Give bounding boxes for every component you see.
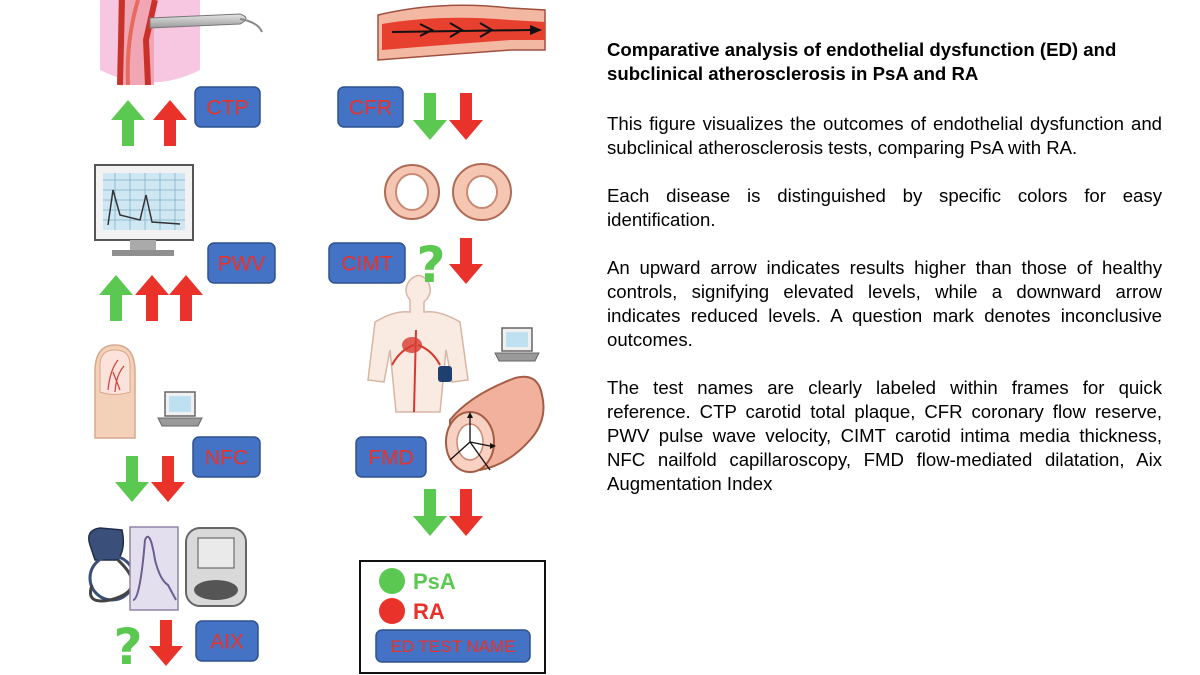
- test-label-cfr: CFR: [349, 97, 392, 120]
- nfc-psa-arrow-down-icon: [115, 456, 149, 502]
- test-label-nfc: NFC: [205, 447, 248, 470]
- paragraph-overview: This figure visualizes the outcomes of e…: [607, 113, 1162, 158]
- pwv-psa-arrow-up-icon: [99, 275, 133, 321]
- paragraph-arrows: An upward arrow indicates results higher…: [607, 257, 1162, 350]
- aix-ra-arrow-down-icon: [149, 620, 183, 666]
- test-frame-aix: AIX: [195, 620, 259, 662]
- arrows-layer: ??: [99, 93, 483, 675]
- fmd-body-illustration: [367, 274, 545, 473]
- cfr-psa-arrow-down-icon: [413, 93, 447, 140]
- figure-title: Comparative analysis of endothelial dysf…: [607, 39, 1117, 84]
- legend-psa-label: PsA: [413, 569, 456, 594]
- legend: PsA RA ED TEST NAME: [359, 560, 546, 674]
- coronary-flow-illustration: [377, 4, 546, 61]
- carotid-sections-illustration: [384, 163, 512, 221]
- legend-ra-label: RA: [413, 599, 445, 624]
- ctp-psa-arrow-up-icon: [111, 100, 145, 146]
- cimt-ra-arrow-down-icon: [449, 238, 483, 284]
- pwv-ra-arrow-up-icon: [135, 275, 169, 321]
- laptop-icon-nfc: [157, 391, 203, 427]
- aix-illustration: [88, 526, 247, 611]
- carotid-ultrasound-illustration: [100, 0, 263, 86]
- test-frame-nfc: NFC: [192, 436, 261, 478]
- nfc-ra-arrow-down-icon: [151, 456, 185, 502]
- test-frame-cfr: CFR: [337, 86, 404, 128]
- test-label-fmd: FMD: [368, 447, 414, 470]
- test-frame-fmd: FMD: [355, 436, 427, 478]
- test-label-pwv: PWV: [218, 253, 266, 276]
- description-panel: Comparative analysis of endothelial dysf…: [607, 38, 1162, 520]
- paragraph-colors: Each disease is distinguished by specifi…: [607, 185, 1162, 230]
- fmd-psa-arrow-down-icon: [413, 489, 447, 536]
- nailfold-capillaroscopy-illustration: [94, 344, 203, 439]
- test-frame-ctp: CTP: [194, 86, 261, 128]
- legend-psa-swatch: [379, 568, 405, 594]
- ctp-ra-arrow-up-icon: [153, 100, 187, 146]
- cfr-ra-arrow-down-icon: [449, 93, 483, 140]
- test-label-aix: AIX: [210, 631, 244, 654]
- paragraph-abbreviations: The test names are clearly labeled withi…: [607, 377, 1162, 494]
- fmd-ra-arrow-down-icon: [449, 489, 483, 536]
- legend-ra-swatch: [379, 598, 405, 624]
- legend-test-name: ED TEST NAME: [390, 637, 515, 656]
- pwv-ra-arrow-up-icon-2: [169, 275, 203, 321]
- test-frame-pwv: PWV: [207, 242, 276, 284]
- test-label-cimt: CIMT: [341, 253, 392, 276]
- aix-psa-question-mark: ?: [113, 618, 142, 675]
- test-frame-cimt: CIMT: [328, 242, 406, 284]
- pwv-monitor-illustration: [94, 164, 194, 256]
- laptop-icon-fmd: [494, 327, 540, 362]
- test-label-ctp: CTP: [207, 97, 249, 120]
- cimt-psa-question-mark: ?: [416, 236, 445, 294]
